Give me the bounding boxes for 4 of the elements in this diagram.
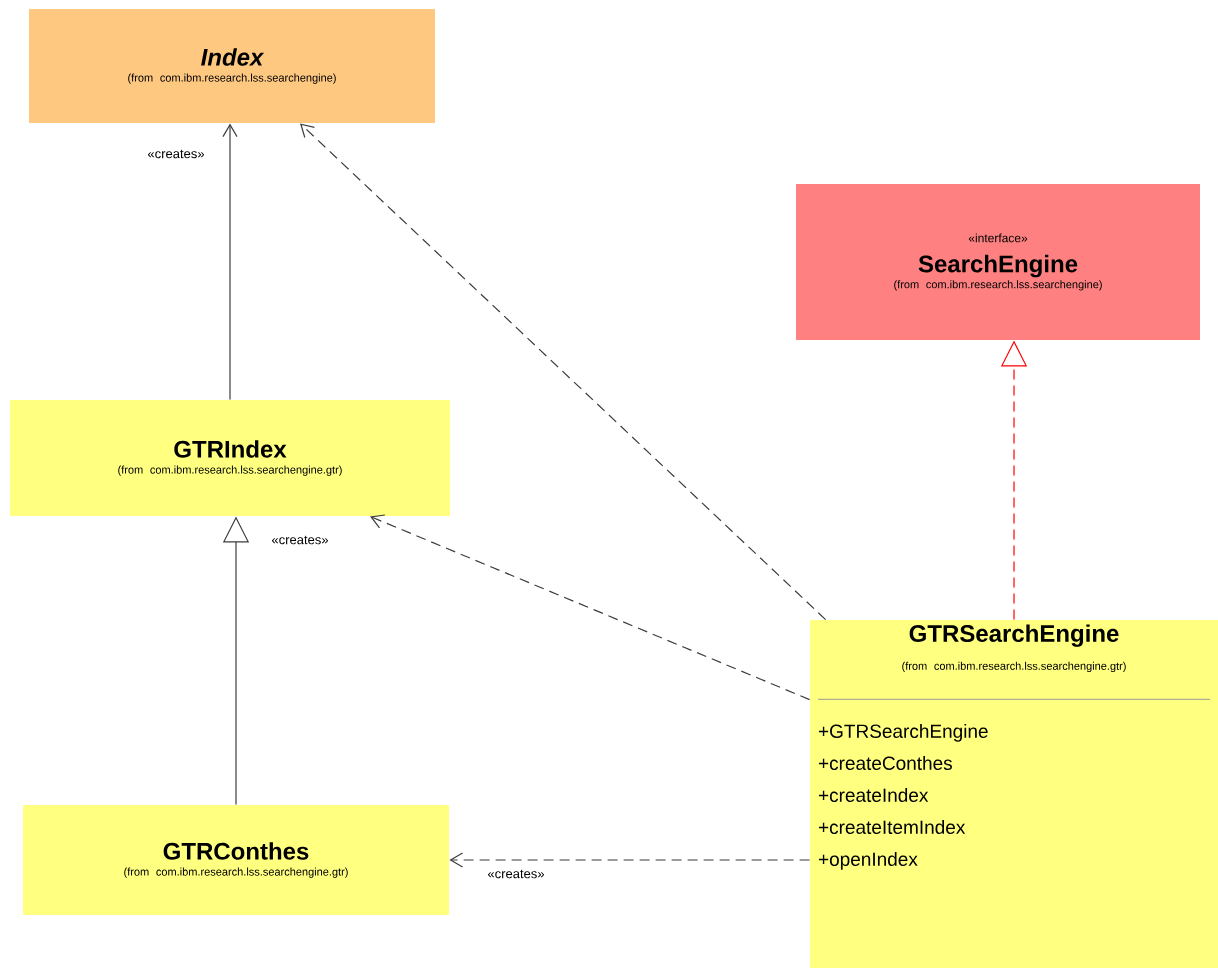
arrow [300,123,827,621]
arrow [449,852,811,868]
arrow [222,123,238,401]
arrow [370,514,811,701]
